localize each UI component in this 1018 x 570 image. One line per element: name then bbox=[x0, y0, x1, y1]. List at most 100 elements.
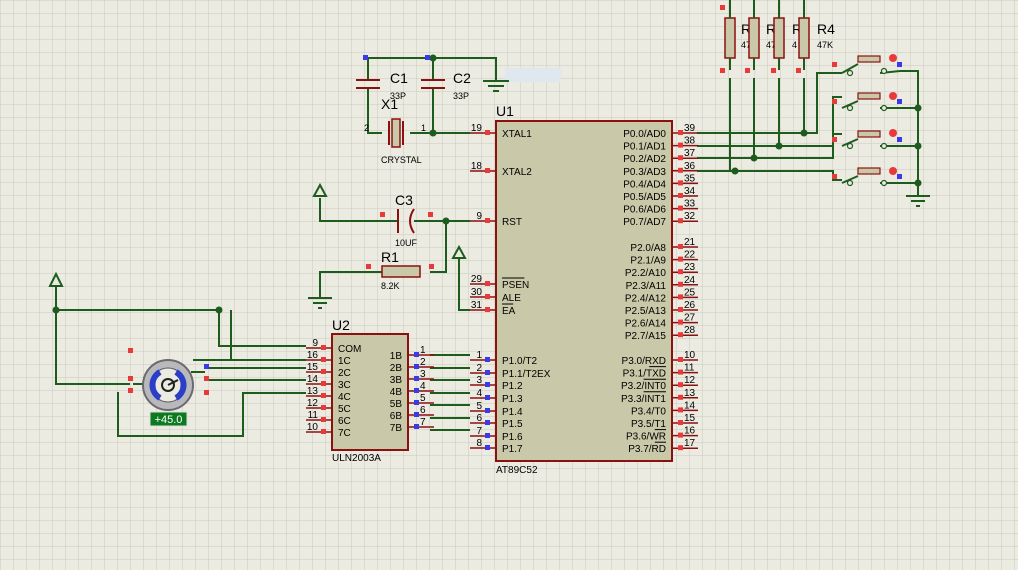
r4-value: 47K bbox=[817, 40, 833, 50]
x1-pin-right: 1 bbox=[421, 123, 426, 133]
resistor-r2[interactable]: R 4 bbox=[771, 0, 802, 73]
u1-chip[interactable]: U1 AT89C52 19XTAL118XTAL29RST29PSEN30ALE… bbox=[470, 103, 698, 476]
pin-name: P1.5 bbox=[502, 419, 523, 430]
pin-number: 7 bbox=[420, 417, 426, 428]
pin-number: 13 bbox=[307, 386, 319, 397]
pin-state-marker bbox=[678, 130, 683, 135]
pin-state-marker bbox=[414, 376, 419, 381]
pin-number: 15 bbox=[684, 413, 696, 424]
u2-body bbox=[331, 333, 409, 451]
pin-state-marker bbox=[485, 382, 490, 387]
power-terminals bbox=[48, 182, 467, 287]
pin-state-marker bbox=[678, 180, 683, 186]
pin-state-marker bbox=[678, 205, 683, 211]
pin-state-marker bbox=[678, 432, 683, 438]
u1-right-pins: 39P0.0/AD038P0.1/AD137P0.2/AD236P0.3/AD3… bbox=[621, 123, 698, 455]
pin-name: P0.6/AD6 bbox=[623, 205, 666, 216]
pin-state-marker bbox=[321, 429, 326, 434]
pin-name: P2.0/A8 bbox=[630, 243, 666, 254]
pin-number: 6 bbox=[476, 413, 482, 424]
pin-number: 10 bbox=[684, 350, 696, 361]
pin-number: 1 bbox=[420, 345, 426, 356]
pin-name: P0.0/AD0 bbox=[623, 129, 666, 140]
pin-number: 12 bbox=[684, 375, 696, 386]
pin-state-marker bbox=[321, 357, 326, 362]
pin-state-marker bbox=[678, 307, 683, 312]
pin-number: 2 bbox=[420, 357, 426, 368]
pin-state-marker bbox=[678, 357, 683, 362]
pin-name: P3.7/RD bbox=[628, 444, 666, 455]
pin-state-marker bbox=[485, 307, 490, 312]
pin-state-marker bbox=[678, 294, 683, 300]
r1-ref: R1 bbox=[381, 249, 399, 265]
x1-pin-left: 2 bbox=[364, 123, 369, 133]
resistor-r4[interactable]: R4 47K bbox=[796, 0, 835, 73]
motor-readout-box bbox=[149, 411, 188, 427]
pin-name: 6C bbox=[338, 416, 351, 427]
u1-left-pins: 19XTAL118XTAL29RST29PSEN30ALE31EA1P1.0/T… bbox=[470, 123, 551, 455]
pin-state-marker bbox=[321, 369, 326, 374]
pin-number: 37 bbox=[684, 148, 696, 159]
pin-name: P3.2/INT0 bbox=[621, 381, 666, 392]
pin-number: 35 bbox=[684, 173, 696, 184]
pin-number: 1 bbox=[476, 350, 482, 361]
pin-number: 11 bbox=[684, 363, 695, 374]
pin-number: 15 bbox=[307, 362, 319, 373]
r4-ref: R4 bbox=[817, 21, 835, 37]
pin-name: P0.3/AD3 bbox=[623, 167, 666, 178]
pin-number: 31 bbox=[471, 300, 483, 311]
push-button-3[interactable] bbox=[832, 129, 902, 150]
pin-state-marker bbox=[414, 364, 419, 369]
pin-name: P1.7 bbox=[502, 444, 523, 455]
u2-chip[interactable]: U2 ULN2003A 9COM161C152C143C134C125C116C… bbox=[306, 317, 434, 464]
pin-name: P3.5/T1 bbox=[631, 419, 666, 430]
x1-value: CRYSTAL bbox=[381, 155, 422, 165]
pin-name: EA bbox=[502, 306, 516, 317]
pin-state-marker bbox=[678, 394, 683, 400]
pin-state-marker bbox=[485, 294, 490, 299]
stepper-motor[interactable]: +45.0 bbox=[128, 348, 209, 427]
pin-name: RST bbox=[502, 217, 522, 228]
pin-name: 7C bbox=[338, 428, 351, 439]
capacitor-c2[interactable]: C2 33P bbox=[421, 55, 471, 101]
pin-name: P0.5/AD5 bbox=[623, 192, 666, 203]
c2-ref: C2 bbox=[453, 70, 471, 86]
pin-state-marker bbox=[678, 142, 683, 148]
pin-state-marker bbox=[678, 244, 683, 249]
wires bbox=[55, 57, 919, 437]
pin-name: 6B bbox=[390, 411, 403, 422]
resistor-r1[interactable]: R1 8.2K bbox=[366, 249, 434, 291]
capacitor-c1[interactable]: C1 33P bbox=[356, 55, 408, 101]
pin-number: 13 bbox=[684, 388, 696, 399]
crystal-x1[interactable]: X1 CRYSTAL 2 1 bbox=[364, 96, 426, 165]
push-button-2[interactable] bbox=[832, 92, 902, 112]
capacitor-c3[interactable]: C3 10UF bbox=[380, 192, 433, 248]
pin-name: XTAL1 bbox=[502, 129, 532, 140]
pin-state-marker bbox=[678, 155, 683, 161]
pin-number: 10 bbox=[307, 422, 319, 433]
pin-name: XTAL2 bbox=[502, 167, 532, 178]
pin-state-marker bbox=[678, 420, 683, 425]
pin-name: P2.7/A15 bbox=[625, 331, 667, 342]
pin-name: P1.6 bbox=[502, 432, 523, 443]
pin-number: 3 bbox=[420, 369, 426, 380]
push-button-1[interactable] bbox=[832, 54, 902, 77]
pin-name: P3.4/T0 bbox=[631, 406, 666, 417]
pin-name: P2.6/A14 bbox=[625, 319, 667, 330]
pin-state-marker bbox=[321, 345, 326, 350]
u2-ref: U2 bbox=[332, 317, 350, 333]
push-button-4[interactable] bbox=[832, 167, 902, 187]
pin-number: 8 bbox=[476, 438, 482, 449]
pin-number: 3 bbox=[476, 375, 482, 386]
pin-number: 34 bbox=[684, 186, 696, 197]
pin-number: 9 bbox=[312, 338, 318, 349]
u1-ref: U1 bbox=[496, 103, 514, 119]
pin-name: P1.1/T2EX bbox=[502, 369, 551, 380]
r1-value: 8.2K bbox=[381, 281, 400, 291]
junctions bbox=[52, 54, 922, 314]
pin-state-marker bbox=[485, 420, 490, 425]
pin-number: 24 bbox=[684, 275, 696, 286]
pin-state-marker bbox=[485, 445, 490, 450]
